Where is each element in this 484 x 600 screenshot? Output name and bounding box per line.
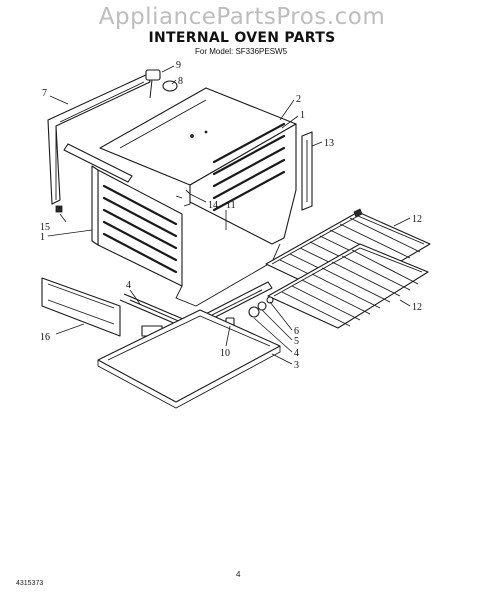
callout-11: 11 <box>226 200 236 211</box>
callout-10: 10 <box>220 348 230 359</box>
callout-13: 13 <box>324 138 334 149</box>
callout-15: 15 <box>40 222 50 233</box>
leader-lines <box>47 65 411 365</box>
rack-support-bracket <box>301 131 313 211</box>
callout-4-left: 4 <box>126 280 131 291</box>
callout-1-left: 1 <box>40 232 45 243</box>
callout-labels: 7 9 8 2 1 13 14 11 15 1 12 12 4 16 10 6 … <box>40 60 422 371</box>
callout-12-upper: 12 <box>412 214 422 225</box>
oven-light-assembly <box>145 69 178 99</box>
watermark: AppliancePartsPros.com <box>98 4 386 30</box>
front-trim-panel <box>41 277 121 337</box>
callout-14: 14 <box>208 200 218 211</box>
callout-3: 3 <box>294 360 299 371</box>
page-title: INTERNAL OVEN PARTS <box>148 30 336 46</box>
callout-12-lower: 12 <box>412 302 422 313</box>
callout-9: 9 <box>176 60 181 71</box>
callout-7: 7 <box>42 88 47 99</box>
document-code: 4315373 <box>16 580 44 587</box>
page-number: 4 <box>236 570 241 579</box>
callout-1-top: 1 <box>300 110 305 121</box>
callout-16: 16 <box>40 332 50 343</box>
callout-4-right: 4 <box>294 348 299 359</box>
callout-6: 6 <box>294 326 299 337</box>
callout-5: 5 <box>294 336 299 347</box>
oven-liner <box>91 87 297 307</box>
callout-2: 2 <box>296 94 301 105</box>
callout-8: 8 <box>178 76 183 87</box>
model-subtitle: For Model: SF336PESW5 <box>195 47 288 56</box>
oven-rack-lower <box>267 243 429 329</box>
oven-bottom-panel <box>97 309 281 409</box>
